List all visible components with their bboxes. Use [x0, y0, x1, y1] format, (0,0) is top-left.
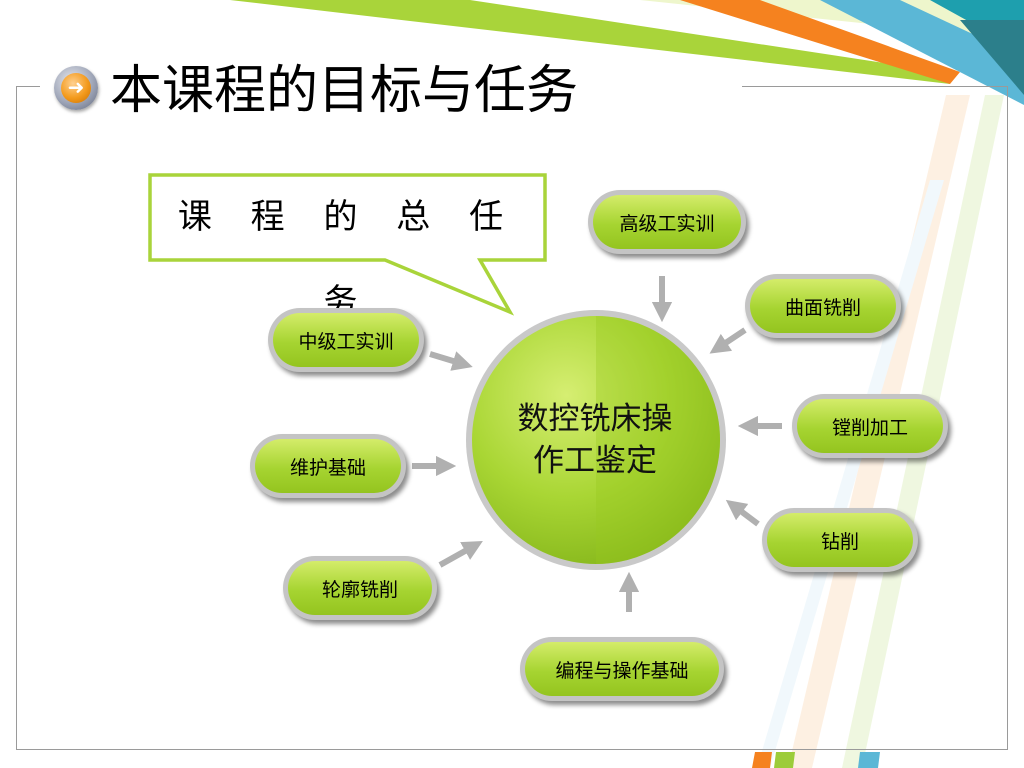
- node-label: 中级工实训: [273, 313, 419, 367]
- node-label: 高级工实训: [593, 195, 741, 249]
- node-label: 编程与操作基础: [525, 642, 719, 696]
- bottom-accents: [752, 752, 880, 768]
- title-gap: [40, 80, 742, 94]
- node-label: 曲面铣削: [750, 279, 896, 333]
- arrow-bullet-icon: ➜: [54, 66, 98, 110]
- node-label: 镗削加工: [797, 399, 943, 453]
- center-node-label: 数控铣床操 作工鉴定: [470, 390, 720, 490]
- node-label: 维护基础: [255, 439, 401, 493]
- node-label: 钻削: [767, 513, 913, 567]
- node-programming: 编程与操作基础: [520, 637, 724, 701]
- corner-ribbons: [160, 0, 1024, 105]
- arrow-from-surface: [709, 327, 747, 354]
- center-label-line2: 作工鉴定: [533, 443, 657, 479]
- node-intermediate-training: 中级工实训: [268, 308, 424, 372]
- callout-text: 课 程 的 总 任 务: [177, 197, 518, 322]
- arrow-from-drilling: [725, 499, 760, 527]
- center-label-line1: 数控铣床操: [517, 401, 673, 437]
- arrows: [412, 276, 782, 612]
- callout-bubble: [148, 173, 547, 316]
- node-contour-milling: 轮廓铣削: [283, 556, 437, 620]
- center-node: [466, 310, 726, 570]
- node-label: 轮廓铣削: [288, 561, 432, 615]
- arrow-from-intermediate: [429, 351, 473, 371]
- node-surface-milling: 曲面铣削: [745, 274, 901, 338]
- node-boring: 镗削加工: [792, 394, 948, 458]
- node-maintenance: 维护基础: [250, 434, 406, 498]
- node-drilling: 钻削: [762, 508, 918, 572]
- node-senior-training: 高级工实训: [588, 190, 746, 254]
- arrow-from-contour: [438, 541, 483, 568]
- page-title: 本课程的目标与任务: [110, 61, 579, 121]
